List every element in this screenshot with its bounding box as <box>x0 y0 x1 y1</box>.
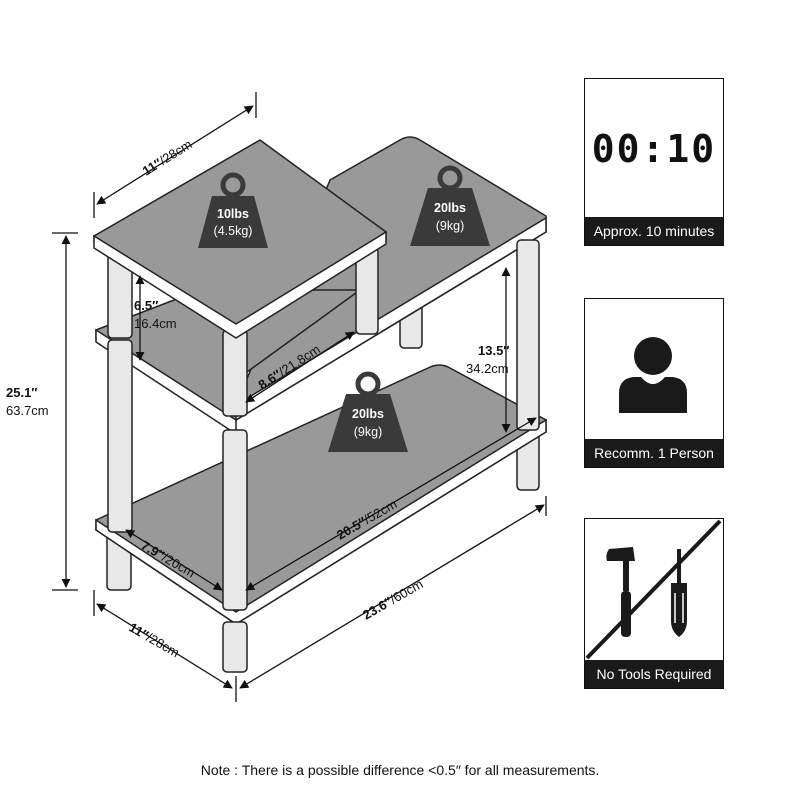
tools-art <box>585 519 723 660</box>
no-tools-card: No Tools Required <box>584 518 724 689</box>
time-art: 00:10 <box>585 79 723 217</box>
bottom-shelf <box>95 364 547 625</box>
prohibited-slash <box>585 519 722 660</box>
weight-2-kg: (9kg) <box>436 219 464 233</box>
weight-3-lbs: 20lbs <box>352 407 384 421</box>
dim-upper-gap-cm: 16.4cm <box>134 316 177 331</box>
hammer-icon <box>606 547 635 637</box>
person-art <box>585 299 723 439</box>
person-icon <box>619 337 687 413</box>
assembly-time-caption: Approx. 10 minutes <box>585 217 723 245</box>
weight-1-kg: (4.5kg) <box>214 224 253 238</box>
dim-height-total: 25.1″ <box>6 385 38 400</box>
weight-3-kg: (9kg) <box>354 425 382 439</box>
dim-lower-gap: 13.5″ <box>478 343 510 358</box>
no-tools-icon <box>585 519 722 660</box>
assembly-time-card: 00:10 Approx. 10 minutes <box>584 78 724 246</box>
weight-2-lbs: 20lbs <box>434 201 466 215</box>
no-tools-caption: No Tools Required <box>585 660 723 688</box>
recommended-persons-caption: Recomm. 1 Person <box>585 439 723 467</box>
dim-top-depth: 11″/28cm <box>140 136 195 178</box>
recommended-persons-card: Recomm. 1 Person <box>584 298 724 468</box>
dim-upper-gap: 6.5″ <box>134 298 158 313</box>
dimension-lines <box>52 92 547 702</box>
dim-lower-gap-cm: 34.2cm <box>466 361 509 376</box>
dim-bottom-depth: 11″/28cm <box>127 620 182 661</box>
weight-icon: 20lbs (9kg) <box>410 165 490 246</box>
digital-clock-icon: 00:10 <box>591 127 717 171</box>
dim-height-total-cm: 63.7cm <box>6 403 49 418</box>
dim-overall-width: 23.6″/60cm <box>360 576 425 622</box>
weight-1-lbs: 10lbs <box>217 207 249 221</box>
measurement-note: Note : There is a possible difference <0… <box>200 762 600 778</box>
